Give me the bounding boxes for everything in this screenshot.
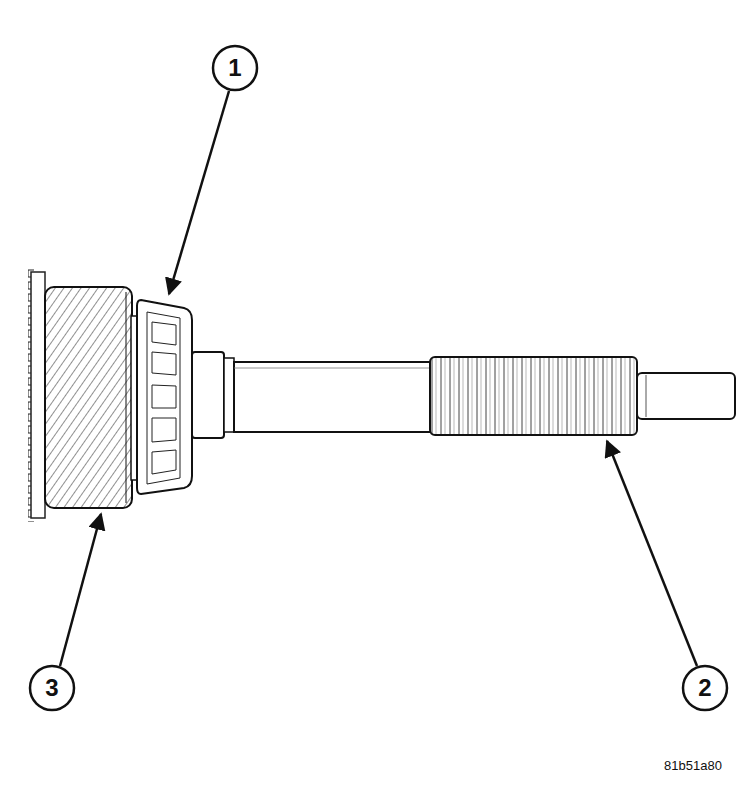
tapered-bearing — [152, 385, 176, 408]
figure-code: 81b51a80 — [664, 758, 722, 773]
callout-circles — [30, 666, 74, 710]
helical-gear — [45, 287, 132, 508]
shaft — [224, 358, 234, 432]
pilot-end — [646, 375, 647, 417]
clutch-teeth — [31, 272, 45, 518]
leader-lines — [169, 91, 229, 294]
tapered-bearing — [137, 300, 192, 494]
callout-number: 3 — [45, 674, 58, 702]
helical-gear — [45, 287, 132, 508]
shaft — [234, 368, 432, 369]
pilot-end — [637, 373, 735, 419]
pilot-end — [637, 373, 735, 419]
tapered-bearing — [137, 300, 192, 494]
callout-number: 2 — [698, 674, 711, 702]
tapered-bearing — [152, 450, 176, 474]
shaft — [192, 352, 224, 438]
shaft — [234, 362, 432, 432]
callout-number: 1 — [228, 54, 241, 82]
leader-lines — [60, 91, 697, 666]
callout-circles — [213, 46, 257, 90]
splines — [430, 357, 637, 435]
clutch-teeth — [24, 268, 45, 522]
helical-gear — [126, 292, 127, 503]
callout-circles — [683, 666, 727, 710]
splines — [430, 357, 637, 435]
tapered-bearing — [152, 418, 176, 442]
tapered-bearing — [152, 322, 176, 474]
leader-lines — [607, 441, 697, 666]
leader-lines — [60, 514, 101, 666]
callout-circles — [30, 46, 727, 710]
tapered-bearing — [147, 312, 180, 484]
tapered-bearing — [152, 352, 176, 375]
tapered-bearing — [152, 322, 176, 345]
shaft — [192, 352, 432, 438]
